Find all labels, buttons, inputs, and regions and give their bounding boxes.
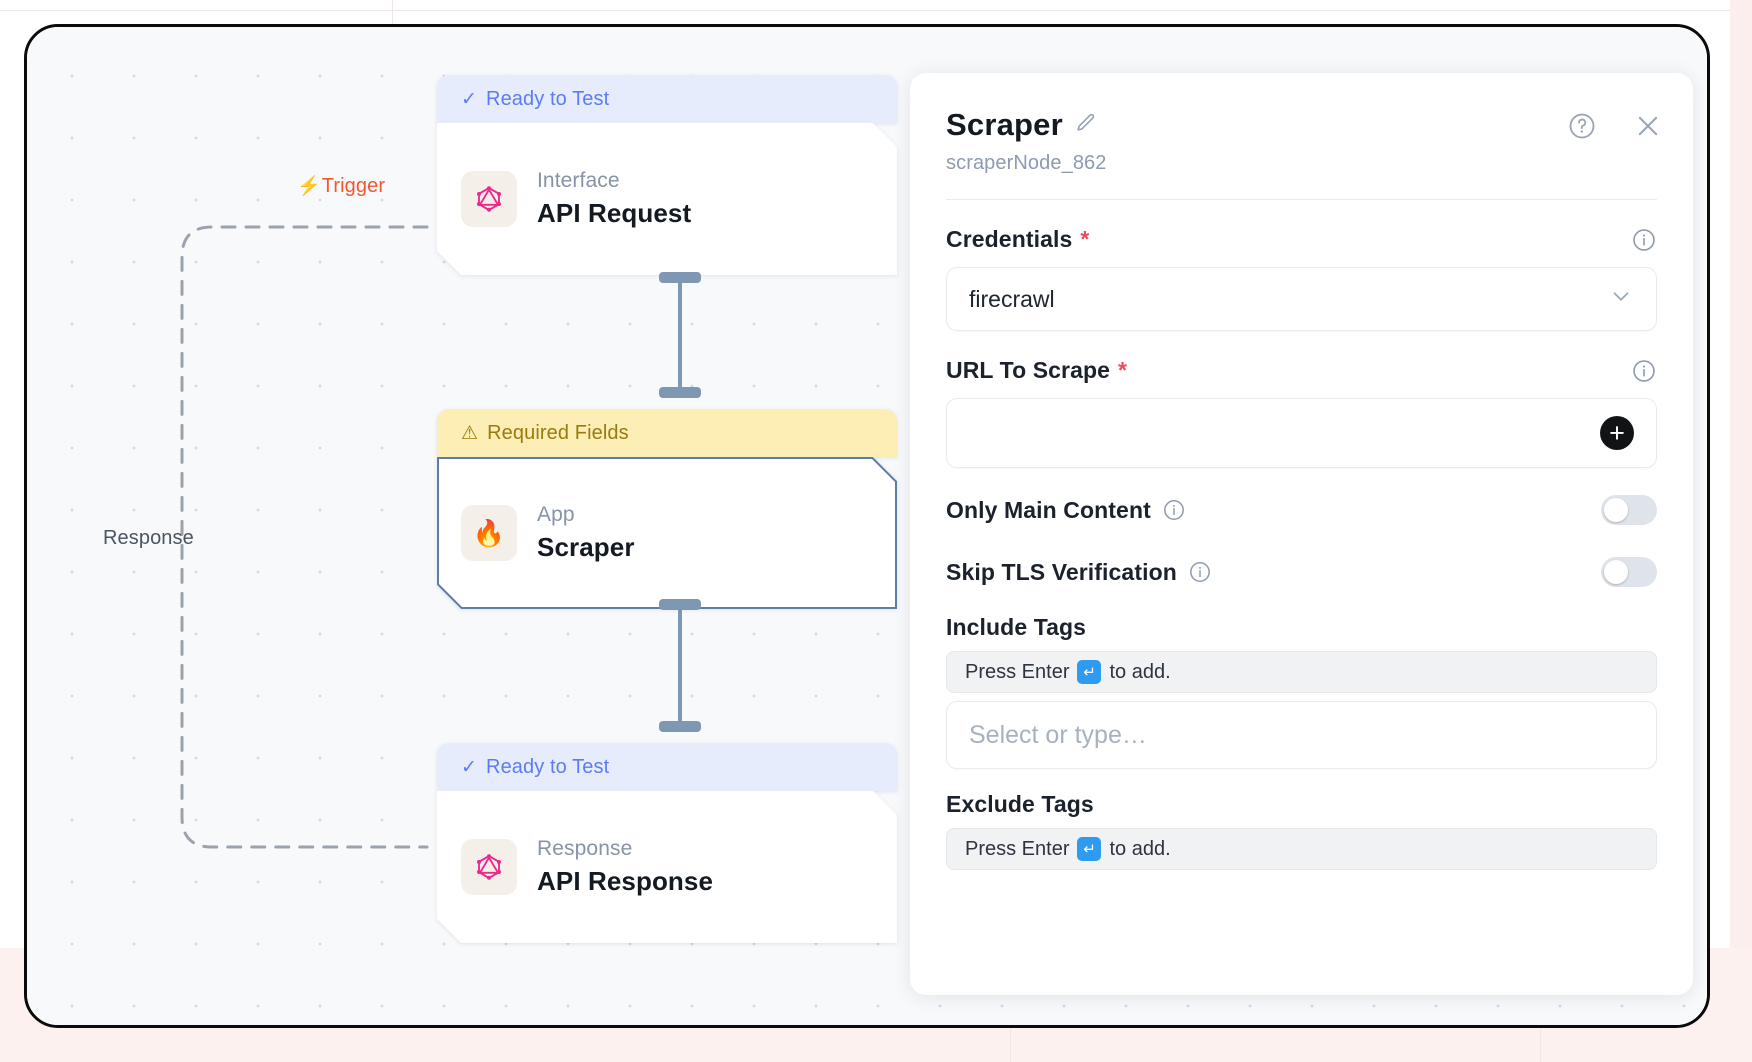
field-label: Only Main Content xyxy=(946,497,1186,524)
field-label: Skip TLS Verification xyxy=(946,559,1212,586)
credentials-select[interactable]: firecrawl xyxy=(946,267,1657,331)
info-icon[interactable] xyxy=(1188,560,1212,584)
include-tags-placeholder: Select or type… xyxy=(969,720,1147,749)
warning-triangle-icon: ⚠ xyxy=(461,422,479,444)
graphql-icon xyxy=(461,839,517,895)
field-exclude-tags: Exclude Tags Press Enter ↵ to add. xyxy=(946,791,1657,870)
field-credentials: Credentials * xyxy=(946,226,1657,331)
enter-key-icon: ↵ xyxy=(1077,660,1102,684)
field-label: URL To Scrape * xyxy=(946,357,1127,384)
edge-label-trigger: ⚡ Trigger xyxy=(297,175,385,198)
field-label-text: Credentials xyxy=(946,226,1073,252)
required-marker: * xyxy=(1118,357,1128,383)
node-status-badge: ✓ Ready to Test xyxy=(437,75,897,123)
field-label-text: Include Tags xyxy=(946,614,1087,640)
panel-subtitle: scraperNode_862 xyxy=(946,152,1107,174)
hint-text-before: Press Enter xyxy=(965,660,1070,683)
info-icon[interactable] xyxy=(1631,358,1657,384)
panel-actions xyxy=(1567,111,1663,141)
node-api-response[interactable]: ✓ Ready to Test xyxy=(437,743,897,943)
node-status-label: Ready to Test xyxy=(486,755,610,778)
node-handle-source[interactable] xyxy=(659,272,701,283)
hint-text-after: to add. xyxy=(1109,660,1171,683)
panel-divider xyxy=(946,199,1657,200)
node-meta: Response API Response xyxy=(537,837,713,897)
node-card-body[interactable]: 🔥 App Scraper xyxy=(437,457,897,609)
info-icon[interactable] xyxy=(1162,498,1186,522)
hint-text-before: Press Enter xyxy=(965,837,1070,860)
panel-header: Scraper scraperNode_862 xyxy=(910,73,1693,175)
skip-tls-toggle[interactable] xyxy=(1601,557,1657,587)
node-status-label: Ready to Test xyxy=(486,87,610,110)
exclude-tags-hint: Press Enter ↵ to add. xyxy=(946,828,1657,870)
edge-label-response: Response xyxy=(103,527,194,550)
field-skip-tls-verification: Skip TLS Verification xyxy=(946,552,1657,592)
workflow-canvas[interactable]: ⚡ Trigger Response ✓ Ready to Test xyxy=(27,27,1707,1025)
node-status-badge: ⚠ Required Fields xyxy=(437,409,897,457)
workflow-window: ⚡ Trigger Response ✓ Ready to Test xyxy=(24,24,1710,1028)
panel-title-row: Scraper xyxy=(946,107,1657,143)
panel-body: Credentials * xyxy=(910,226,1693,870)
credentials-value: firecrawl xyxy=(969,285,1055,312)
plus-icon[interactable]: + xyxy=(1600,416,1634,450)
required-marker: * xyxy=(1080,226,1090,252)
background-panel-right xyxy=(1730,0,1752,1062)
url-input[interactable]: + xyxy=(946,398,1657,468)
flame-icon: 🔥 xyxy=(461,505,517,561)
node-config-panel: Scraper scraperNode_862 xyxy=(910,73,1693,995)
node-handle-target[interactable] xyxy=(659,721,701,732)
question-circle-icon[interactable] xyxy=(1567,111,1597,141)
info-icon[interactable] xyxy=(1631,227,1657,253)
enter-key-icon: ↵ xyxy=(1077,837,1102,861)
toggle-knob xyxy=(1604,560,1628,584)
toggle-knob xyxy=(1604,498,1628,522)
node-handle-target[interactable] xyxy=(659,387,701,398)
node-kind-label: App xyxy=(537,503,575,526)
node-api-request[interactable]: ✓ Ready to Test xyxy=(437,75,897,275)
field-url-to-scrape: URL To Scrape * xyxy=(946,357,1657,468)
edge-label-response-text: Response xyxy=(103,527,194,549)
chevron-down-icon xyxy=(1608,283,1634,315)
field-label-text: Only Main Content xyxy=(946,496,1151,523)
field-label-text: Exclude Tags xyxy=(946,791,1094,817)
field-label-text: URL To Scrape xyxy=(946,357,1111,383)
only-main-content-toggle[interactable] xyxy=(1601,495,1657,525)
field-header: Credentials * xyxy=(946,226,1657,253)
node-kind-label: Response xyxy=(537,837,633,860)
node-status-badge: ✓ Ready to Test xyxy=(437,743,897,791)
node-title-label: Scraper xyxy=(537,532,635,562)
close-icon[interactable] xyxy=(1633,111,1663,141)
graphql-icon xyxy=(461,171,517,227)
background-divider-top xyxy=(0,10,1752,11)
field-label: Credentials * xyxy=(946,226,1089,253)
node-handle-source[interactable] xyxy=(659,599,701,610)
check-icon: ✓ xyxy=(461,88,478,110)
include-tags-input[interactable]: Select or type… xyxy=(946,701,1657,769)
include-tags-hint: Press Enter ↵ to add. xyxy=(946,651,1657,693)
field-label-text: Skip TLS Verification xyxy=(946,558,1177,585)
node-title-label: API Response xyxy=(537,866,714,896)
node-kind-label: Interface xyxy=(537,169,620,192)
field-header: URL To Scrape * xyxy=(946,357,1657,384)
node-card-body[interactable]: Interface API Request xyxy=(437,123,897,275)
edge-label-trigger-text: Trigger xyxy=(321,175,386,197)
hint-text-after: to add. xyxy=(1109,837,1171,860)
node-status-label: Required Fields xyxy=(487,421,629,444)
lightning-bolt-icon: ⚡ xyxy=(297,176,321,197)
field-only-main-content: Only Main Content xyxy=(946,490,1657,530)
panel-title: Scraper xyxy=(946,107,1063,142)
node-title-label: API Request xyxy=(537,198,692,228)
pencil-icon[interactable] xyxy=(1075,112,1097,139)
node-scraper[interactable]: ⚠ Required Fields 🔥 App Scraper xyxy=(437,409,897,609)
node-meta: App Scraper xyxy=(537,503,635,563)
field-include-tags: Include Tags Press Enter ↵ to add. Selec… xyxy=(946,614,1657,769)
node-meta: Interface API Request xyxy=(537,169,691,229)
check-icon: ✓ xyxy=(461,756,478,778)
node-card-body[interactable]: Response API Response xyxy=(437,791,897,943)
